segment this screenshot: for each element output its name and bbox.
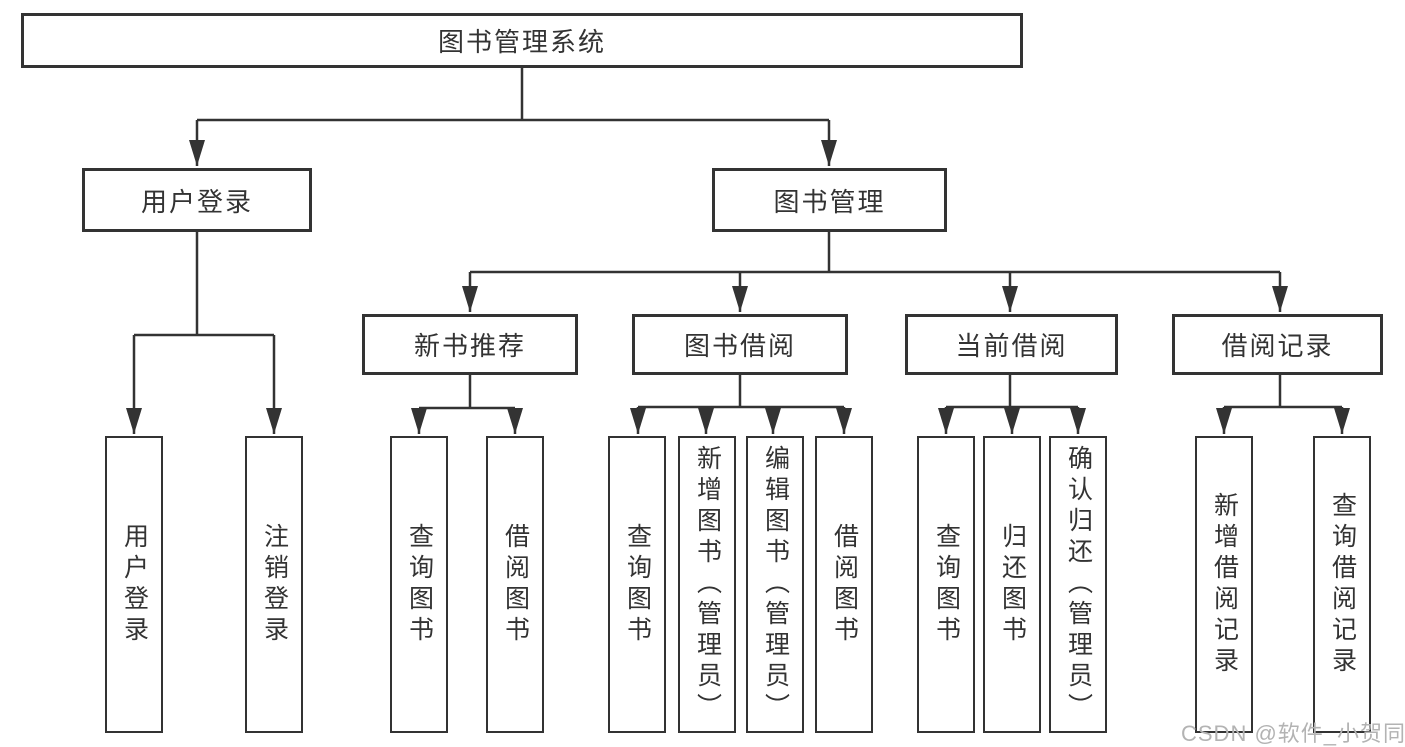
leaf-label: 查询图书: [405, 522, 434, 647]
node-label: 图书管理: [773, 186, 886, 217]
leaf-edit-books-admin: 编辑图书（管理员）: [746, 436, 804, 733]
node-user-login: 用户登录: [82, 168, 312, 232]
leaf-label: 归还图书: [998, 522, 1027, 647]
leaf-label: 注销登录: [260, 522, 289, 647]
node-book-borrowing: 图书借阅: [632, 314, 848, 375]
leaf-query-books-2: 查询图书: [608, 436, 666, 733]
leaf-label: 查询借阅记录: [1328, 491, 1357, 678]
leaf-label: 借阅图书: [501, 522, 530, 647]
leaf-query-books-3: 查询图书: [917, 436, 975, 733]
leaf-query-borrow-record: 查询借阅记录: [1313, 436, 1371, 733]
node-new-book-recommend: 新书推荐: [362, 314, 578, 375]
leaf-add-books-admin: 新增图书（管理员）: [678, 436, 736, 733]
leaf-label: 编辑图书（管理员）: [761, 445, 790, 724]
leaf-add-borrow-record: 新增借阅记录: [1195, 436, 1253, 733]
node-current-borrowing: 当前借阅: [905, 314, 1118, 375]
leaf-confirm-return-admin: 确认归还（管理员）: [1049, 436, 1107, 733]
node-book-management: 图书管理: [712, 168, 947, 232]
leaf-borrow-books-1: 借阅图书: [486, 436, 544, 733]
leaf-label: 新增借阅记录: [1210, 491, 1239, 678]
node-label: 新书推荐: [413, 331, 526, 361]
node-borrow-records: 借阅记录: [1172, 314, 1383, 375]
leaf-query-books-1: 查询图书: [390, 436, 448, 733]
leaf-return-books: 归还图书: [983, 436, 1041, 733]
leaf-user-login: 用户登录: [105, 436, 163, 733]
leaf-logout: 注销登录: [245, 436, 303, 733]
node-label: 图书管理系统: [437, 27, 606, 57]
leaf-label: 用户登录: [120, 522, 149, 647]
node-label: 用户登录: [140, 186, 253, 217]
leaf-label: 查询图书: [932, 522, 961, 647]
leaf-borrow-books-2: 借阅图书: [815, 436, 873, 733]
node-library-management-system: 图书管理系统: [21, 13, 1023, 68]
node-label: 借阅记录: [1221, 331, 1334, 361]
leaf-label: 借阅图书: [830, 522, 859, 647]
node-label: 当前借阅: [955, 331, 1068, 361]
leaf-label: 新增图书（管理员）: [693, 445, 722, 724]
leaf-label: 确认归还（管理员）: [1064, 445, 1093, 724]
csdn-watermark: CSDN @软件_小贺同学: [1181, 721, 1405, 746]
leaf-label: 查询图书: [623, 522, 652, 647]
node-label: 图书借阅: [683, 331, 796, 361]
